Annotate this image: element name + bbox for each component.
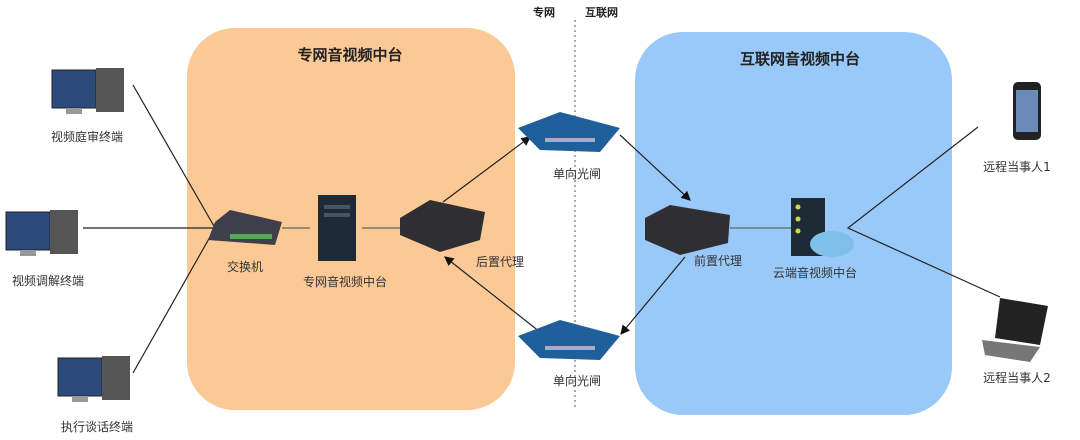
- gateway-icon: [518, 320, 620, 360]
- laptop-icon: [982, 298, 1048, 362]
- remote-party-label: 远程当事人1: [983, 160, 1051, 174]
- private-zone-title: 专网音视频中台: [297, 46, 403, 64]
- computer-icon: [57, 356, 130, 402]
- internet-zone-title: 互联网音视频中台: [739, 50, 861, 68]
- front-proxy-label: 前置代理: [693, 254, 743, 268]
- private-platform-label: 专网音视频中台: [302, 275, 388, 289]
- remote-party-label: 远程当事人2: [983, 371, 1051, 385]
- arrow-to-front-proxy: [619, 134, 691, 201]
- computer-icon: [51, 68, 124, 114]
- gateway-label: 单向光闸: [552, 374, 602, 388]
- rear-proxy-label: 后置代理: [475, 255, 525, 269]
- phone-icon: [1013, 82, 1041, 140]
- terminal-link: [132, 84, 216, 374]
- arrow-to-gateway: [442, 136, 531, 203]
- switch-label: 交换机: [226, 260, 264, 274]
- front-proxy-icon: [645, 205, 730, 255]
- arrow-to-gateway: [620, 256, 686, 335]
- cloud-server-icon: [791, 198, 854, 257]
- server-tower-icon: [318, 195, 356, 261]
- terminal-label: 执行谈话终端: [60, 420, 134, 434]
- terminal-label: 视频庭审终端: [50, 130, 124, 144]
- gateway-label: 单向光闸: [552, 167, 602, 181]
- switch-icon: [208, 210, 282, 245]
- cloud-platform-label: 云端音视频中台: [772, 266, 858, 280]
- terminal-label: 视频调解终端: [11, 274, 85, 288]
- arrow-to-rear-proxy: [444, 256, 541, 333]
- gateway-icon: [518, 112, 620, 152]
- computer-icon: [5, 210, 78, 256]
- remote-link: [846, 126, 1001, 298]
- private-network-label: 专网: [533, 6, 555, 19]
- internet-label: 互联网: [585, 6, 618, 19]
- rear-proxy-icon: [400, 200, 485, 252]
